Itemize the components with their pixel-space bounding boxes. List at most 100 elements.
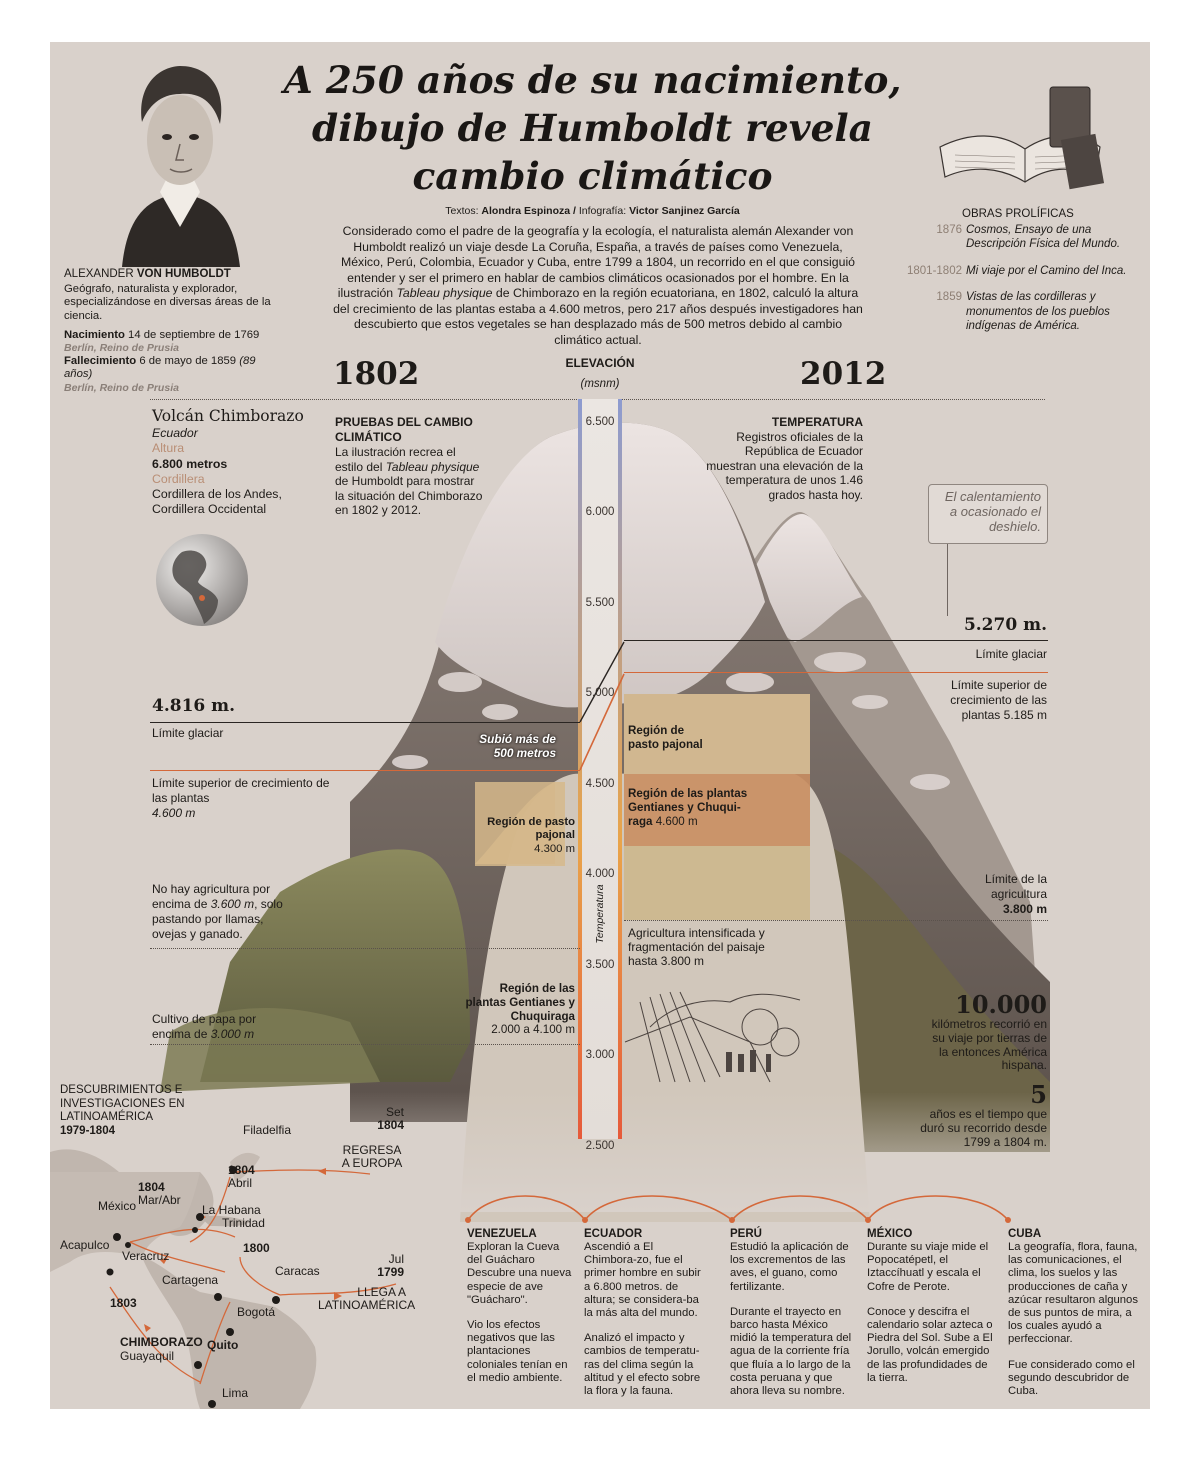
region-pajonal-1802: Región de pasto pajonal 4.300 m xyxy=(480,816,575,856)
evidence-emphasis: Tableau physique xyxy=(385,459,480,474)
work-item: 1801-1802 Mi viaje por el Camino del Inc… xyxy=(890,264,1135,279)
country-text-2: Conoce y descifra el calendario solar az… xyxy=(867,1305,993,1384)
volcano-name: Volcán Chimborazo xyxy=(152,407,304,425)
country-text-1: Estudió la aplicación de los excrementos… xyxy=(730,1241,849,1293)
temperature-text: Registros oficiales de la República de E… xyxy=(706,429,863,502)
elevation-scale xyxy=(578,399,622,1139)
work-year: 1859 xyxy=(936,291,962,303)
agri-line-2012 xyxy=(624,920,1048,921)
scale-tick-5500: 5.500 xyxy=(585,597,615,609)
arrive-month: Jul xyxy=(388,1252,404,1266)
plants-label-2012: Límite superior de crecimiento de las pl… xyxy=(950,678,1047,722)
city-mexico: México xyxy=(98,1199,137,1213)
plants-label-1802: Límite superior de crecimiento de las pl… xyxy=(152,776,332,820)
work-item: 1859 Vistas de las cordilleras y monumen… xyxy=(890,290,1135,334)
works-block: OBRAS PROLÍFICAS 1876 Cosmos, Ensayo de … xyxy=(890,207,1135,334)
credit-separator: / xyxy=(573,205,576,217)
region-gentian-2012-name: Región de las plantas Gentianes y Chuqui… xyxy=(628,787,748,828)
evidence-text-1: La ilustración recrea el estilo del xyxy=(335,445,456,474)
plants-shift-connector xyxy=(579,673,625,771)
country-name: ECUADOR xyxy=(584,1228,643,1240)
scale-tick-5000: 5.000 xyxy=(585,687,615,699)
agri-label-2012: Límite de la agricultura 3.800 m xyxy=(950,872,1047,917)
work-title: Cosmos, Ensayo de una Descripción Física… xyxy=(966,223,1121,251)
work-title: Mi viaje por el Camino del Inca. xyxy=(966,264,1127,277)
city-caracas: Caracas xyxy=(275,1264,320,1278)
agri-note-1802: No hay agricultura por encima de 3.600 m… xyxy=(152,882,292,942)
country-name: CUBA xyxy=(1008,1228,1042,1240)
region-gentian-name: Región de las plantas Gentianes y Chuqui… xyxy=(465,982,575,1023)
glacier-value-1802: 4.816 m. xyxy=(152,696,236,716)
temperature-axis-label: Temperatura xyxy=(594,884,606,944)
map-heading: DESCUBRIMIENTOS E INVESTIGACIONES EN LAT… xyxy=(60,1084,190,1138)
glacier-line-2012 xyxy=(624,640,1048,641)
fact-distance-value: 10.000 xyxy=(955,990,1047,1019)
scale-tick-2500: 2.500 xyxy=(585,1140,615,1152)
country-name: PERÚ xyxy=(730,1228,762,1240)
fact-years-text: años es el tiempo que duró su recorrido … xyxy=(920,1107,1047,1149)
country-text-2: Fue considerado como el segundo descubri… xyxy=(1008,1358,1135,1398)
bio-death-label: Fallecimiento xyxy=(64,355,137,368)
plants-line-2012 xyxy=(624,672,1048,673)
region-gentian-1802: Región de las plantas Gentianes y Chuqui… xyxy=(465,982,575,1037)
glacier-value-2012: 5.270 m. xyxy=(963,615,1047,635)
globe-icon xyxy=(156,534,248,626)
country-text-1: Ascendió a El Chimbora-zo, fue el primer… xyxy=(584,1241,701,1320)
bio-birth-label: Nacimiento xyxy=(64,328,125,341)
plants-value-1802: 4.600 m xyxy=(152,805,196,820)
country-mexico: MÉXICO Durante su viaje mide el Popocaté… xyxy=(867,1228,995,1385)
scale-tick-3500: 3.500 xyxy=(585,959,615,971)
city-cartagena: Cartagena xyxy=(162,1273,219,1287)
evidence-heading: PRUEBAS DEL CAMBIO CLIMÁTICO xyxy=(335,415,473,444)
year-right: 2012 xyxy=(800,356,887,392)
credit-infographic-label: Infografía: xyxy=(578,205,627,217)
country-cuba: CUBA La geografía, flora, fauna, las com… xyxy=(1008,1228,1138,1398)
elevation-label: ELEVACIÓN xyxy=(565,356,635,370)
label-1804b-date: Mar/Abr xyxy=(138,1192,181,1207)
temperature-heading: TEMPERATURA xyxy=(771,415,863,429)
country-peru: PERÚ Estudió la aplicación de los excrem… xyxy=(730,1228,854,1398)
bio-birth-place: Berlín, Reino de Prusia xyxy=(64,342,179,355)
scale-tick-4000: 4.000 xyxy=(585,868,615,880)
fact-distance: 10.000 kilómetros recorrió en su viaje p… xyxy=(920,992,1047,1073)
region-gentian-2012: Región de las plantas Gentianes y Chuqui… xyxy=(628,787,758,829)
melting-callout: El calentamiento a ocasionado el deshiel… xyxy=(928,484,1048,544)
intensified-note: Agricultura intensificada y fragmentació… xyxy=(628,926,765,968)
work-item: 1876 Cosmos, Ensayo de una Descripción F… xyxy=(890,223,1135,252)
agri-line-1802 xyxy=(150,948,580,949)
volcano-height-label: Altura xyxy=(152,441,185,456)
map-1803: 1803 xyxy=(110,1296,137,1310)
volcano-range-value: Cordillera de los Andes, Cordillera Occi… xyxy=(152,487,282,517)
potato-note-1802: Cultivo de papa por encima de 3.000 m xyxy=(152,1012,267,1042)
title-line-1: A 250 años de su nacimiento, xyxy=(283,58,902,102)
bio-death-place: Berlín, Reino de Prusia xyxy=(64,381,179,394)
region-pajonal-value: 4.300 m xyxy=(534,842,575,855)
region-pajonal-name: Región de pasto pajonal xyxy=(487,816,575,842)
potato-value: 3.000 m xyxy=(210,1027,255,1041)
map-1804-april: 1804 Abril xyxy=(228,1164,255,1189)
evidence-text-2: de Humboldt para mostrar la situación de… xyxy=(335,474,483,517)
scale-tick-4500: 4.500 xyxy=(585,778,615,790)
city-veracruz: Veracruz xyxy=(122,1249,170,1263)
glacier-line-1802 xyxy=(150,722,580,723)
country-text-1: Durante su viaje mide el Popocatépetl, e… xyxy=(867,1241,989,1293)
bio-birth: Nacimiento 14 de septiembre de 1769 xyxy=(64,329,279,342)
city-trinidad: Trinidad xyxy=(222,1216,265,1230)
city-guayaquil: Guayaquil xyxy=(120,1349,175,1363)
country-name: MÉXICO xyxy=(867,1228,913,1240)
humboldt-portrait xyxy=(122,66,240,267)
bio-death-date: 6 de mayo de 1859 xyxy=(136,355,240,368)
fact-years: 5 años es el tiempo que duró su recorrid… xyxy=(920,1082,1047,1149)
map-arrive-label: LLEGA A LATINOAMÉRICA xyxy=(318,1285,416,1312)
map-heading-text: DESCUBRIMIENTOS E INVESTIGACIONES EN LAT… xyxy=(60,1084,185,1123)
volcano-info: Volcán Chimborazo Ecuador Altura 6.800 m… xyxy=(152,407,332,517)
infographic-frame: A 250 años de su nacimiento, dibujo de H… xyxy=(50,42,1150,1409)
intro-emphasis: Tableau physique xyxy=(396,286,493,300)
books-illustration xyxy=(939,86,1105,190)
label-1804a-date: Abril xyxy=(228,1175,253,1190)
volcano-range-label: Cordillera xyxy=(152,471,205,486)
elevation-unit: (msnm) xyxy=(580,378,620,390)
country-text-2: Analizó el impacto y cambios de temperat… xyxy=(584,1332,701,1398)
timeline-arcs xyxy=(465,1195,1011,1223)
evidence-text: La ilustración recrea el estilo del Tabl… xyxy=(335,445,485,518)
